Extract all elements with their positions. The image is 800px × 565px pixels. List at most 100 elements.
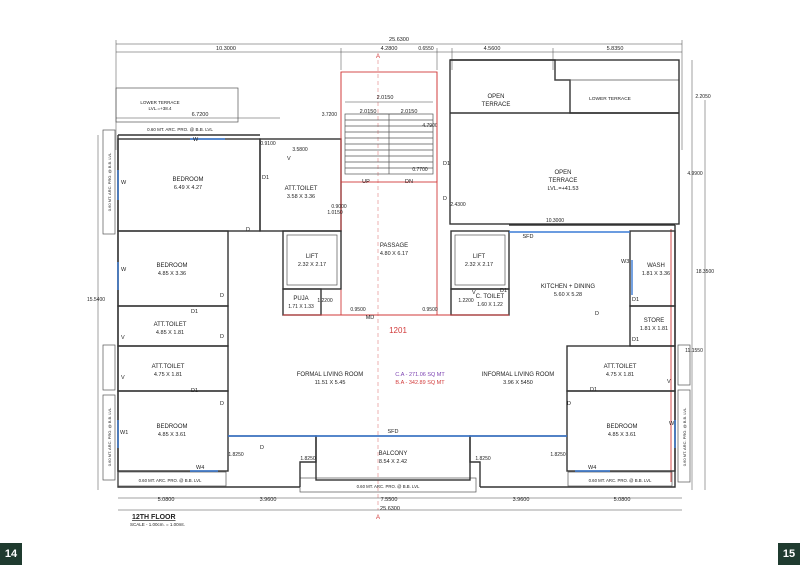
label-open-terrace-1: OPEN xyxy=(487,94,504,100)
bottom-dimensions: 5.0800 3.9600 7.5500 3.9600 5.0800 25.63… xyxy=(118,497,682,512)
right-rooms xyxy=(449,59,680,472)
svg-text:TERRACE: TERRACE xyxy=(549,178,578,184)
svg-text:6.7200: 6.7200 xyxy=(192,112,209,118)
svg-text:3.96 X 5450: 3.96 X 5450 xyxy=(503,380,533,386)
svg-text:2.2050: 2.2050 xyxy=(695,94,711,100)
svg-text:1.0150: 1.0150 xyxy=(327,210,343,216)
svg-text:D1: D1 xyxy=(500,288,507,294)
svg-text:1.2200: 1.2200 xyxy=(317,298,333,304)
label-bedroom-4: BEDROOM xyxy=(606,424,637,430)
plan-scale: SCALE - 1.00cm. = 1.00mt. xyxy=(130,522,185,527)
label-bedroom-1: BEDROOM xyxy=(172,177,203,183)
svg-text:4.7900: 4.7900 xyxy=(422,123,438,129)
sfd-top-label: SFD xyxy=(523,234,534,240)
stair-core: 2.0150 2.0150 2.0150 3.7200 4.7900 UP DN xyxy=(322,71,438,315)
svg-text:3.5800: 3.5800 xyxy=(292,147,308,153)
svg-text:2.0150: 2.0150 xyxy=(401,109,418,115)
svg-text:0.9500: 0.9500 xyxy=(350,307,366,313)
svg-text:1.8250: 1.8250 xyxy=(550,452,566,458)
svg-text:0.7700: 0.7700 xyxy=(412,167,428,173)
built-area: B.A - 342.89 SQ MT xyxy=(395,380,445,386)
svg-text:18.3500: 18.3500 xyxy=(696,269,714,275)
dim-top-gap: 0.6550 xyxy=(418,46,434,52)
svg-text:2.0150: 2.0150 xyxy=(377,95,394,101)
svg-text:W1: W1 xyxy=(120,430,128,436)
label-bedroom-2: BEDROOM xyxy=(156,263,187,269)
svg-text:D: D xyxy=(220,401,224,407)
label-lift-1: LIFT xyxy=(306,254,319,260)
svg-text:V: V xyxy=(121,375,125,381)
svg-text:V: V xyxy=(287,156,291,162)
svg-text:W: W xyxy=(121,180,127,186)
svg-text:2.32 X 2.17: 2.32 X 2.17 xyxy=(465,262,493,268)
svg-text:4.85 X 3.61: 4.85 X 3.61 xyxy=(158,432,186,438)
svg-text:1.2200: 1.2200 xyxy=(458,298,474,304)
svg-text:D1: D1 xyxy=(632,337,639,343)
svg-text:D1: D1 xyxy=(632,297,639,303)
svg-text:0.9000: 0.9000 xyxy=(331,204,347,210)
label-open-terrace-2: OPEN xyxy=(554,170,571,176)
svg-text:11.51 X 5.45: 11.51 X 5.45 xyxy=(315,380,346,386)
svg-text:2.32 X 2.17: 2.32 X 2.17 xyxy=(298,262,326,268)
svg-text:1.81 X 1.81: 1.81 X 1.81 xyxy=(640,326,668,332)
dim-top-stair: 4.2800 xyxy=(381,46,398,52)
label-puja: PUJA xyxy=(293,296,308,302)
svg-text:W: W xyxy=(669,421,675,427)
stair-down-label: DN xyxy=(405,179,413,185)
svg-text:D: D xyxy=(220,334,224,340)
svg-text:W: W xyxy=(121,267,127,273)
svg-text:4.85 X 1.81: 4.85 X 1.81 xyxy=(156,330,184,336)
svg-text:LVL.=+41.53: LVL.=+41.53 xyxy=(547,186,578,192)
label-c-toilet: C. TOILET xyxy=(476,294,505,300)
left-dimensions: 15.5400 xyxy=(87,135,105,490)
svg-text:D1: D1 xyxy=(443,161,450,167)
svg-text:D: D xyxy=(220,293,224,299)
svg-text:W4: W4 xyxy=(588,465,596,471)
label-lift-2: LIFT xyxy=(473,254,486,260)
label-att-toilet-4: ATT.TOILET xyxy=(604,364,637,370)
dim-top-r1: 4.5600 xyxy=(484,46,501,52)
svg-text:5.0800: 5.0800 xyxy=(614,497,631,503)
svg-text:3.7200: 3.7200 xyxy=(322,112,338,118)
svg-text:1.71 X 1.33: 1.71 X 1.33 xyxy=(288,304,314,310)
living-balcony xyxy=(228,231,630,487)
svg-text:1.81 X 3.36: 1.81 X 3.36 xyxy=(642,271,670,277)
svg-text:4.75 X 1.81: 4.75 X 1.81 xyxy=(606,372,634,378)
section-mark-bottom: A xyxy=(376,515,380,521)
label-kitchen-dining: KITCHEN + DINING xyxy=(541,284,596,290)
svg-text:D: D xyxy=(443,196,447,202)
door-window-tags: W W D D1 V W D D1 V D V D1 D W1 W4 D1 D … xyxy=(120,137,675,471)
svg-text:4.9900: 4.9900 xyxy=(687,171,703,177)
label-passage: PASSAGE xyxy=(380,243,408,249)
sfd-bottom-label: SFD xyxy=(388,429,399,435)
svg-text:D: D xyxy=(260,445,264,451)
svg-text:LVL.=+38.4: LVL.=+38.4 xyxy=(149,106,172,111)
svg-text:LOWER TERRACE: LOWER TERRACE xyxy=(589,96,631,102)
label-wash: WASH xyxy=(647,263,665,269)
svg-text:10.3000: 10.3000 xyxy=(546,218,564,224)
svg-text:15.5400: 15.5400 xyxy=(87,297,105,303)
svg-text:4.75 X 1.81: 4.75 X 1.81 xyxy=(154,372,182,378)
page-number-right: 15 xyxy=(778,543,800,565)
label-att-toilet-3: ATT.TOILET xyxy=(152,364,185,370)
svg-text:D1: D1 xyxy=(191,309,198,315)
label-att-toilet-2: ATT.TOILET xyxy=(154,322,187,328)
label-formal-living: FORMAL LIVING ROOM xyxy=(297,372,363,378)
svg-text:2.0150: 2.0150 xyxy=(360,109,377,115)
dim-overall-top: 25.6300 xyxy=(389,37,409,43)
svg-text:V: V xyxy=(667,379,671,385)
svg-text:D1: D1 xyxy=(262,175,269,181)
lift-core xyxy=(282,230,510,316)
section-mark-top: A xyxy=(376,54,380,60)
svg-text:D1: D1 xyxy=(191,388,198,394)
svg-text:1.60 X 1.22: 1.60 X 1.22 xyxy=(477,302,503,308)
plan-title: 12TH FLOOR xyxy=(132,514,176,521)
svg-text:7.5500: 7.5500 xyxy=(381,497,398,503)
svg-text:D1: D1 xyxy=(590,387,597,393)
label-bedroom-3: BEDROOM xyxy=(156,424,187,430)
arc-right-vertical-note: 0.60 MT. ARC. PRO. @ B.B. LVL xyxy=(682,407,687,466)
svg-text:1.8250: 1.8250 xyxy=(475,456,491,462)
svg-text:3.58 X 3.36: 3.58 X 3.36 xyxy=(287,194,315,200)
label-att-toilet-1: ATT.TOILET xyxy=(285,186,318,192)
